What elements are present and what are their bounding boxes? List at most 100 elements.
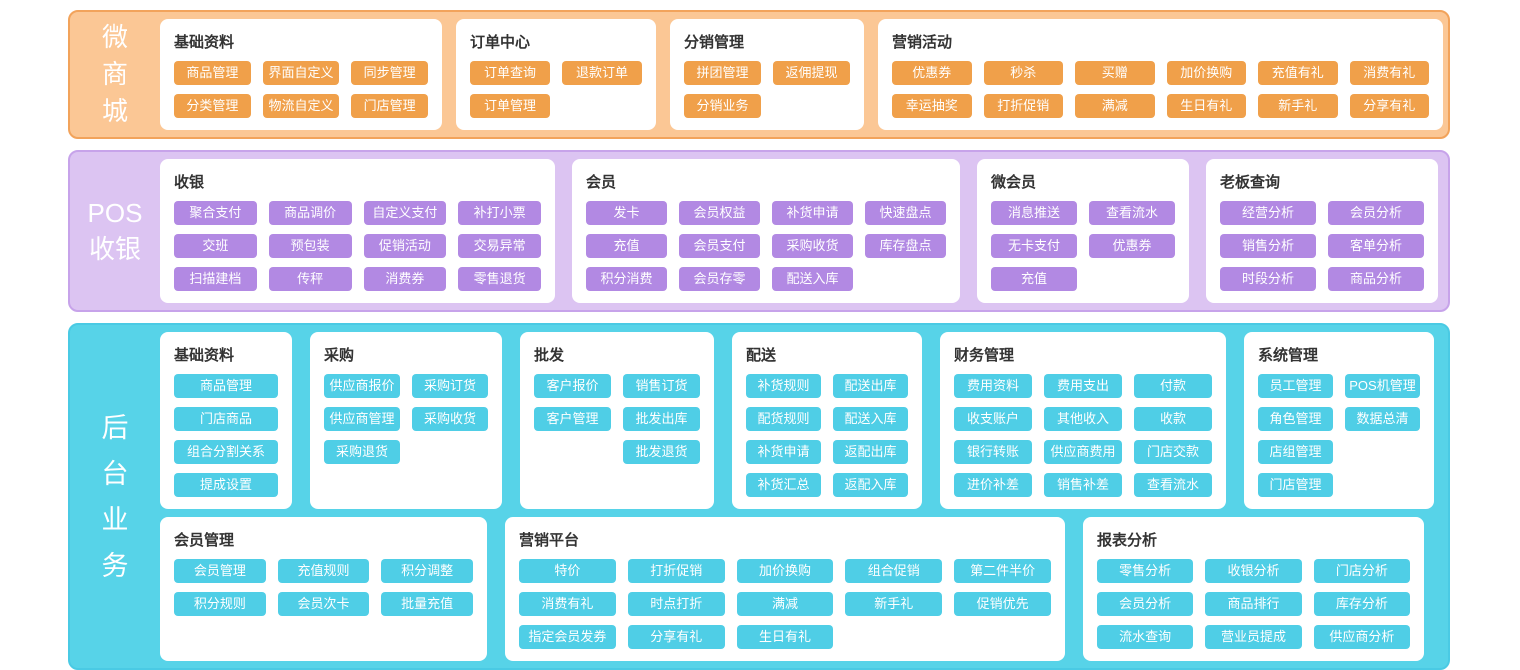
feature-button[interactable]: 幸运抽奖 [892, 94, 972, 118]
feature-button[interactable]: 数据总清 [1345, 407, 1420, 431]
feature-button[interactable]: 付款 [1134, 374, 1212, 398]
feature-button[interactable]: 返配出库 [833, 440, 908, 464]
feature-button[interactable]: 配送出库 [833, 374, 908, 398]
feature-button[interactable]: 客户报价 [534, 374, 611, 398]
feature-button[interactable]: 促销优先 [954, 592, 1051, 616]
feature-button[interactable]: 返佣提现 [773, 61, 850, 85]
feature-button[interactable]: 门店交款 [1134, 440, 1212, 464]
feature-button[interactable]: 商品管理 [174, 374, 278, 398]
feature-button[interactable]: 客户管理 [534, 407, 611, 431]
feature-button[interactable]: 分类管理 [174, 94, 251, 118]
feature-button[interactable]: 聚合支付 [174, 201, 257, 225]
feature-button[interactable]: 无卡支付 [991, 234, 1077, 258]
feature-button[interactable]: 批发退货 [623, 440, 700, 464]
feature-button[interactable]: 收支账户 [954, 407, 1032, 431]
feature-button[interactable]: 提成设置 [174, 473, 278, 497]
feature-button[interactable]: 促销活动 [363, 234, 447, 258]
feature-button[interactable]: 加价换购 [1166, 61, 1246, 85]
feature-button[interactable]: 充值有礼 [1258, 61, 1338, 85]
feature-button[interactable]: 门店分析 [1313, 559, 1410, 583]
feature-button[interactable]: 满减 [736, 592, 834, 616]
feature-button[interactable]: 优惠券 [1089, 234, 1175, 258]
feature-button[interactable]: 满减 [1075, 94, 1155, 118]
feature-button[interactable]: 销售订货 [623, 374, 700, 398]
feature-button[interactable]: 充值 [991, 267, 1077, 291]
feature-button[interactable]: 时点打折 [627, 592, 725, 616]
feature-button[interactable]: 补货申请 [746, 440, 821, 464]
feature-button[interactable]: 会员管理 [174, 559, 266, 583]
feature-button[interactable]: 商品调价 [268, 201, 352, 225]
feature-button[interactable]: 退款订单 [562, 61, 642, 85]
feature-button[interactable]: 银行转账 [954, 440, 1032, 464]
feature-button[interactable]: 特价 [519, 559, 616, 583]
feature-button[interactable]: 优惠券 [892, 61, 972, 85]
feature-button[interactable]: 库存分析 [1313, 592, 1410, 616]
feature-button[interactable]: 采购订货 [412, 374, 488, 398]
feature-button[interactable]: 充值 [586, 234, 667, 258]
feature-button[interactable]: 补货申请 [772, 201, 853, 225]
feature-button[interactable]: 经营分析 [1220, 201, 1316, 225]
feature-button[interactable]: 物流自定义 [262, 94, 340, 118]
feature-button[interactable]: 组合促销 [845, 559, 943, 583]
feature-button[interactable]: 发卡 [586, 201, 667, 225]
feature-button[interactable]: 其他收入 [1044, 407, 1122, 431]
feature-button[interactable]: 组合分割关系 [174, 440, 278, 464]
feature-button[interactable]: 门店管理 [351, 94, 428, 118]
feature-button[interactable]: 会员存零 [679, 267, 760, 291]
feature-button[interactable]: 会员支付 [679, 234, 760, 258]
feature-button[interactable]: 生日有礼 [736, 625, 834, 649]
feature-button[interactable]: 新手礼 [1258, 94, 1338, 118]
feature-button[interactable]: POS机管理 [1345, 374, 1420, 398]
feature-button[interactable]: 交班 [174, 234, 257, 258]
feature-button[interactable]: 员工管理 [1258, 374, 1333, 398]
feature-button[interactable]: 自定义支付 [363, 201, 447, 225]
feature-button[interactable]: 配送入库 [833, 407, 908, 431]
feature-button[interactable]: 收银分析 [1205, 559, 1302, 583]
feature-button[interactable]: 传秤 [268, 267, 352, 291]
feature-button[interactable]: 流水查询 [1097, 625, 1194, 649]
feature-button[interactable]: 供应商分析 [1313, 625, 1410, 649]
feature-button[interactable]: 分享有礼 [1349, 94, 1429, 118]
feature-button[interactable]: 补货规则 [746, 374, 821, 398]
feature-button[interactable]: 指定会员发券 [519, 625, 616, 649]
feature-button[interactable]: 供应商费用 [1044, 440, 1122, 464]
feature-button[interactable]: 采购收货 [772, 234, 853, 258]
feature-button[interactable]: 积分调整 [381, 559, 473, 583]
feature-button[interactable]: 第二件半价 [954, 559, 1051, 583]
feature-button[interactable]: 返配入库 [833, 473, 908, 497]
feature-button[interactable]: 打折促销 [983, 94, 1063, 118]
feature-button[interactable]: 费用支出 [1044, 374, 1122, 398]
feature-button[interactable]: 充值规则 [277, 559, 370, 583]
feature-button[interactable]: 新手礼 [845, 592, 943, 616]
feature-button[interactable]: 买赠 [1075, 61, 1155, 85]
feature-button[interactable]: 客单分析 [1328, 234, 1424, 258]
feature-button[interactable]: 补打小票 [458, 201, 541, 225]
feature-button[interactable]: 费用资料 [954, 374, 1032, 398]
feature-button[interactable]: 拼团管理 [684, 61, 761, 85]
feature-button[interactable]: 生日有礼 [1166, 94, 1246, 118]
feature-button[interactable]: 进价补差 [954, 473, 1032, 497]
feature-button[interactable]: 快速盘点 [865, 201, 946, 225]
feature-button[interactable]: 秒杀 [983, 61, 1063, 85]
feature-button[interactable]: 消费有礼 [1349, 61, 1429, 85]
feature-button[interactable]: 销售分析 [1220, 234, 1316, 258]
feature-button[interactable]: 零售分析 [1097, 559, 1194, 583]
feature-button[interactable]: 会员分析 [1328, 201, 1424, 225]
feature-button[interactable]: 角色管理 [1258, 407, 1333, 431]
feature-button[interactable]: 会员分析 [1097, 592, 1194, 616]
feature-button[interactable]: 配货规则 [746, 407, 821, 431]
feature-button[interactable]: 补货汇总 [746, 473, 821, 497]
feature-button[interactable]: 零售退货 [458, 267, 541, 291]
feature-button[interactable]: 消费有礼 [519, 592, 616, 616]
feature-button[interactable]: 收款 [1134, 407, 1212, 431]
feature-button[interactable]: 消息推送 [991, 201, 1077, 225]
feature-button[interactable]: 供应商报价 [324, 374, 400, 398]
feature-button[interactable]: 打折促销 [627, 559, 725, 583]
feature-button[interactable]: 商品分析 [1328, 267, 1424, 291]
feature-button[interactable]: 查看流水 [1089, 201, 1175, 225]
feature-button[interactable]: 同步管理 [351, 61, 428, 85]
feature-button[interactable]: 会员次卡 [277, 592, 370, 616]
feature-button[interactable]: 营业员提成 [1205, 625, 1302, 649]
feature-button[interactable]: 预包装 [268, 234, 352, 258]
feature-button[interactable]: 采购收货 [412, 407, 488, 431]
